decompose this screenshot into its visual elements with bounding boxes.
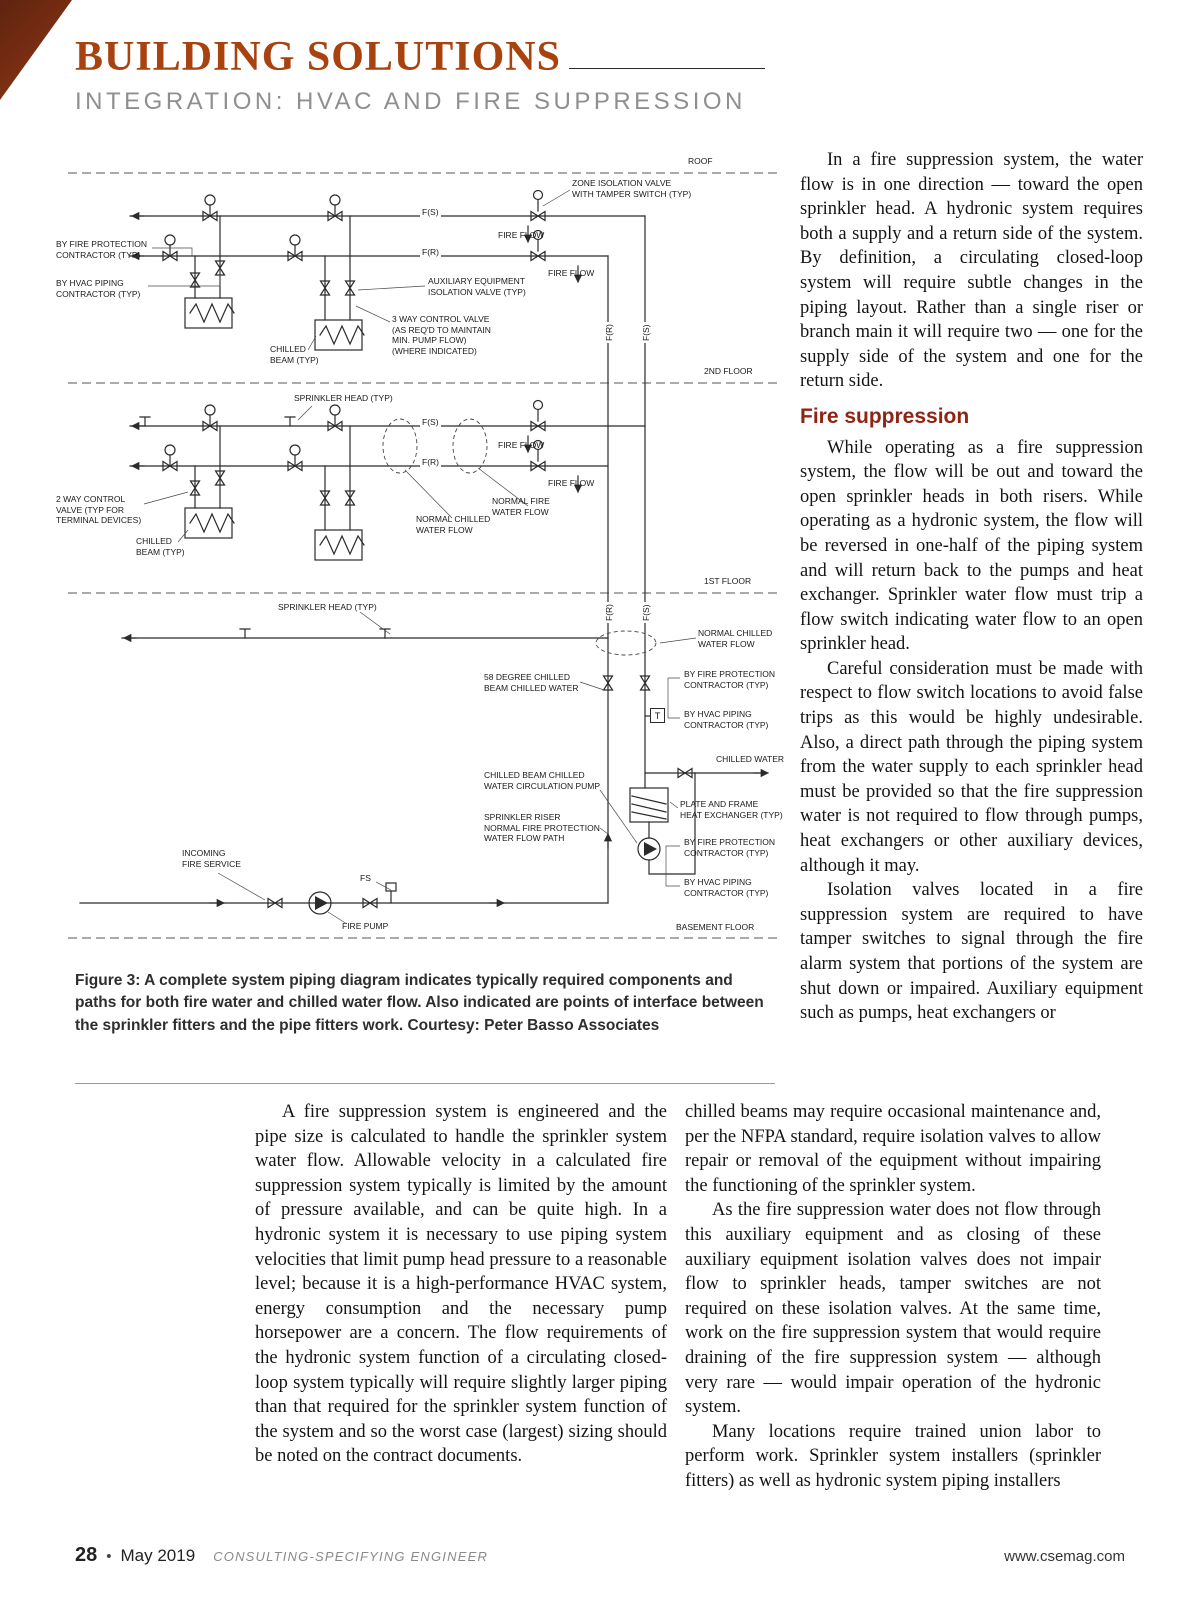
label-by-hvac-piping-3: BY HVAC PIPING CONTRACTOR (TYP) <box>684 877 769 898</box>
header: BUILDING SOLUTIONS <box>75 36 765 78</box>
chilled-beam-symbol <box>314 529 365 561</box>
magazine-name: CONSULTING-SPECIFYING ENGINEER <box>213 1549 489 1564</box>
heat-exchanger-symbol <box>629 787 669 823</box>
label-fire-pump: FIRE PUMP <box>342 921 389 931</box>
label-sprinkler-head-1: SPRINKLER HEAD (TYP) <box>294 393 393 403</box>
label-aux-equipment-valve: AUXILIARY EQUIPMENT ISOLATION VALVE (TYP… <box>428 276 526 297</box>
label-fire-flow-2: FIRE FLOW <box>548 268 595 278</box>
page-number: 28 <box>75 1544 98 1566</box>
paragraph: Careful consideration must be made with … <box>800 658 1143 876</box>
label-by-hvac-piping-2: BY HVAC PIPING CONTRACTOR (TYP) <box>684 709 769 730</box>
label-two-way-valve: 2 WAY CONTROL VALVE (TYP FOR TERMINAL DE… <box>56 494 142 526</box>
label-fire-flow-3: FIRE FLOW <box>498 440 545 450</box>
chilled-beam-symbol <box>184 507 235 539</box>
chilled-beam-symbol <box>184 297 235 329</box>
figure-caption: Figure 3: A complete system piping diagr… <box>75 972 764 1034</box>
website-url: www.csemag.com <box>1004 1548 1125 1565</box>
page-footer: 28 • May 2019 CONSULTING-SPECIFYING ENGI… <box>75 1544 1125 1567</box>
label-58-degree: 58 DEGREE CHILLED BEAM CHILLED WATER <box>484 672 579 693</box>
label-normal-chilled-1: NORMAL CHILLED WATER FLOW <box>416 514 491 535</box>
article-column-bottom-left: A fire suppression system is engineered … <box>255 1100 667 1469</box>
label-leader-lines <box>143 189 697 925</box>
label-circulation-pump: CHILLED BEAM CHILLED WATER CIRCULATION P… <box>484 770 601 791</box>
piping-network <box>79 189 770 915</box>
label-by-fire-protection-2: BY FIRE PROTECTION CONTRACTOR (TYP) <box>684 669 775 690</box>
page-subtitle: INTEGRATION: HVAC AND FIRE SUPPRESSION <box>75 88 746 115</box>
page-title: BUILDING SOLUTIONS <box>75 34 561 80</box>
label-incoming-fire-service: INCOMING FIRE SERVICE <box>182 848 241 869</box>
paragraph: As the fire suppression water does not f… <box>685 1200 1101 1418</box>
label-pipe-fr-2: F(R) <box>420 457 441 468</box>
paragraph: Isolation valves located in a fire suppr… <box>800 880 1143 1024</box>
label-plate-frame-hx: PLATE AND FRAME HEAT EXCHANGER (TYP) <box>680 799 783 820</box>
label-chilled-water: CHILLED WATER <box>716 754 785 764</box>
label-pipe-fr-1: F(R) <box>420 247 441 258</box>
paragraph: In a fire suppression system, the water … <box>800 150 1143 392</box>
label-riser-fr-1: F(R) <box>604 322 615 343</box>
paragraph: While operating as a fire suppression sy… <box>800 437 1143 655</box>
paragraph: Many locations require trained union lab… <box>685 1421 1101 1491</box>
floor-lines <box>68 172 777 939</box>
piping-diagram-linework <box>68 172 777 939</box>
paragraph: A fire suppression system is engineered … <box>255 1102 667 1467</box>
issue-date: May 2019 <box>120 1546 196 1565</box>
label-sprinkler-head-2: SPRINKLER HEAD (TYP) <box>278 602 377 612</box>
label-pipe-fs-2: F(S) <box>420 417 441 428</box>
label-2nd-floor: 2ND FLOOR <box>704 366 753 376</box>
label-chilled-beam-2: CHILLED BEAM (TYP) <box>136 536 185 557</box>
corner-triangle-decoration <box>0 0 72 100</box>
label-by-fire-protection-3: BY FIRE PROTECTION CONTRACTOR (TYP) <box>684 837 775 858</box>
label-by-hvac-piping-1: BY HVAC PIPING CONTRACTOR (TYP) <box>56 278 141 299</box>
piping-diagram-figure: ROOF ZONE ISOLATION VALVE WITH TAMPER SW… <box>56 138 785 966</box>
label-riser-fs-2: F(S) <box>641 602 652 623</box>
label-basement-floor: BASEMENT FLOOR <box>676 922 755 932</box>
label-by-fire-protection-1: BY FIRE PROTECTION CONTRACTOR (TYP) <box>56 239 147 260</box>
section-divider <box>75 1083 775 1084</box>
label-pipe-fs-1: F(S) <box>420 207 441 218</box>
chilled-beam-symbol <box>314 319 365 351</box>
label-normal-fire: NORMAL FIRE WATER FLOW <box>492 496 550 517</box>
circulation-pump-symbol <box>637 837 661 861</box>
article-column-bottom-right: chilled beams may require occasional mai… <box>685 1100 1101 1494</box>
label-chilled-beam-1: CHILLED BEAM (TYP) <box>270 344 319 365</box>
label-roof: ROOF <box>688 156 713 166</box>
footer-bullet: • <box>106 1548 112 1565</box>
label-fire-flow-1: FIRE FLOW <box>498 230 545 240</box>
label-riser-fr-2: F(R) <box>604 602 615 623</box>
label-three-way-valve: 3 WAY CONTROL VALVE (AS REQ'D TO MAINTAI… <box>392 314 491 356</box>
title-rule <box>568 68 765 69</box>
label-sprinkler-riser: SPRINKLER RISER NORMAL FIRE PROTECTION W… <box>484 812 600 844</box>
paragraph: chilled beams may require occasional mai… <box>685 1102 1101 1196</box>
tamper-switch-box: T <box>650 708 665 723</box>
label-1st-floor: 1ST FLOOR <box>704 576 752 586</box>
section-heading-fire-suppression: Fire suppression <box>800 404 970 428</box>
label-fs: FS <box>360 873 371 883</box>
label-fire-flow-4: FIRE FLOW <box>548 478 595 488</box>
label-zone-isolation-valve: ZONE ISOLATION VALVE WITH TAMPER SWITCH … <box>572 178 692 199</box>
label-riser-fs-1: F(S) <box>641 322 652 343</box>
label-normal-chilled-2: NORMAL CHILLED WATER FLOW <box>698 628 773 649</box>
article-column-right: In a fire suppression system, the water … <box>800 148 1143 1150</box>
flow-indicator-ellipses <box>382 418 657 656</box>
